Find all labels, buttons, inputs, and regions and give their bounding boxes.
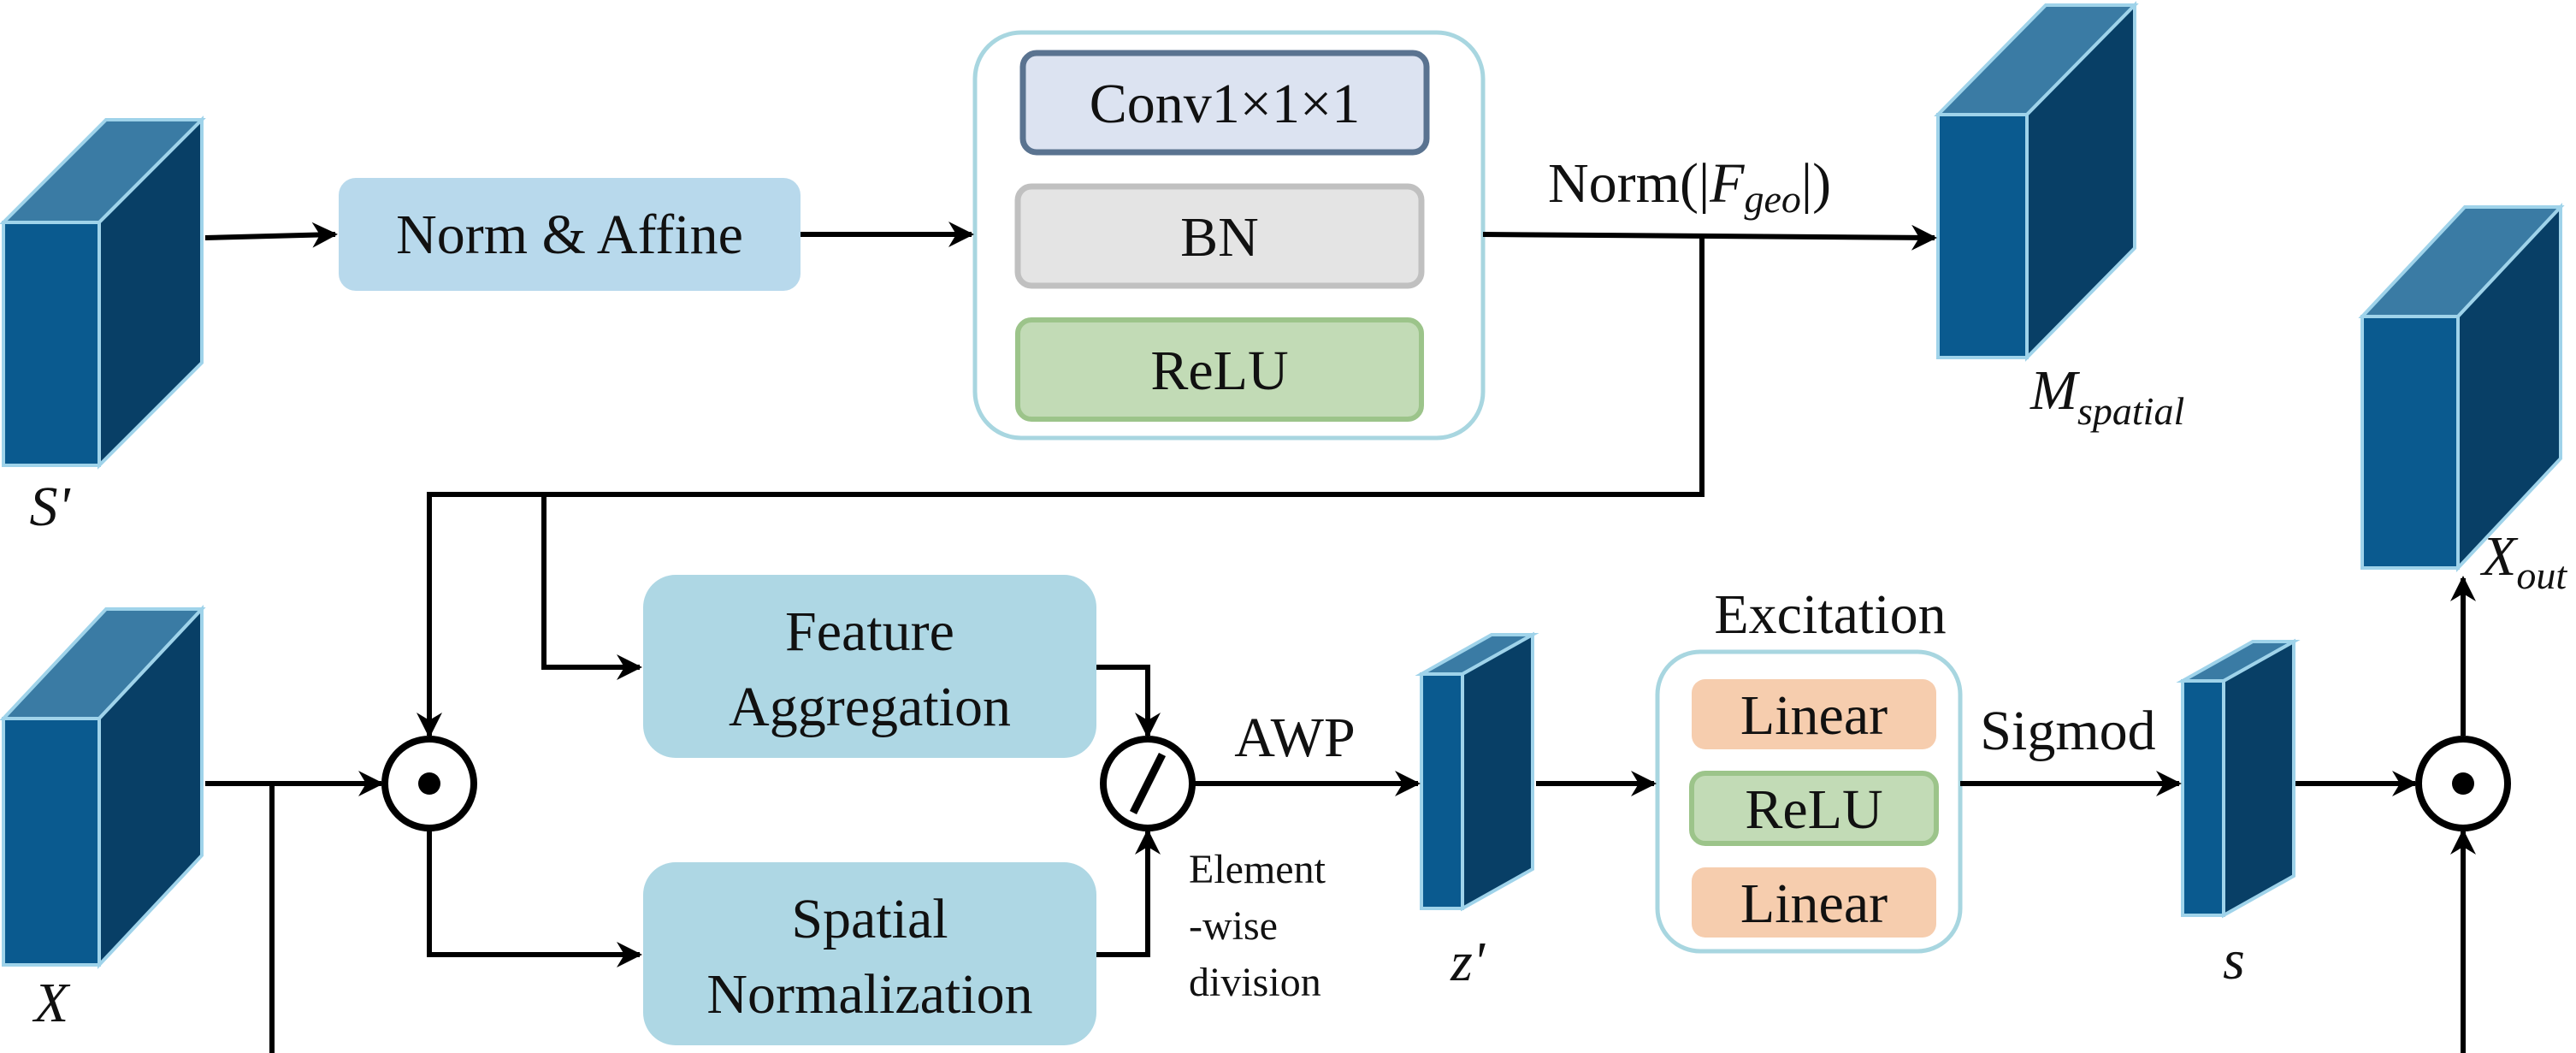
- linear2-box: [1692, 867, 1936, 938]
- arrow-x-skip: [269, 784, 2476, 1053]
- bn-label: BN: [1180, 206, 1259, 269]
- s-prime-cube: [0, 115, 206, 470]
- conv-label: Conv1×1×1: [1090, 73, 1360, 135]
- relu-box-excitation: [1689, 771, 1939, 846]
- s-label: s: [2223, 929, 2245, 991]
- x-out-cube: [2358, 202, 2565, 573]
- arrow-conv-to-mspatial: [1482, 224, 1937, 251]
- x-out-label: Xout: [2479, 525, 2567, 597]
- hadamard-operator-left: [381, 736, 477, 831]
- element-wise-line1: Element: [1189, 847, 1326, 892]
- arrow-fa-to-division: [1096, 665, 1161, 738]
- x-cube: [0, 604, 206, 970]
- relu-label-top: ReLU: [1150, 340, 1288, 402]
- feature-aggregation-box: [643, 575, 1096, 758]
- relu-label-excitation: ReLU: [1745, 778, 1882, 841]
- feature-aggregation-line1: Feature: [785, 600, 954, 663]
- norm-affine-box: [339, 178, 801, 291]
- linear1-box: [1692, 679, 1936, 749]
- m-spatial-label: Mspatial: [2029, 359, 2184, 433]
- bn-box: [1014, 183, 1425, 289]
- norm-affine-label: Norm & Affine: [396, 204, 743, 266]
- s-prime-label: S': [29, 476, 71, 538]
- z-prime-cube: [1415, 631, 1539, 912]
- connectors: [204, 222, 2476, 1053]
- relu-box-top: [1015, 317, 1424, 422]
- element-wise-line2: -wise: [1189, 903, 1278, 949]
- spatial-normalization-line2: Normalization: [706, 963, 1032, 1026]
- x-label: X: [32, 972, 71, 1034]
- z-prime-label: z': [1450, 931, 1486, 993]
- conv-box: [1019, 50, 1430, 156]
- arrow-to-spatial-normalization: [427, 830, 642, 967]
- linear2-label: Linear: [1740, 873, 1888, 935]
- division-operator: [1100, 736, 1196, 831]
- s-cube: [2176, 638, 2301, 919]
- feature-aggregation-line2: Aggregation: [729, 676, 1011, 738]
- element-wise-line3: division: [1189, 960, 1321, 1005]
- awp-label: AWP: [1234, 707, 1355, 769]
- spatial-normalization-line1: Spatial: [791, 888, 948, 950]
- arrow-sn-to-division: [1096, 829, 1161, 957]
- m-spatial-cube: [1934, 1, 2139, 362]
- line-fgeo-branch: [417, 236, 1705, 738]
- sigmod-label: Sigmod: [1980, 700, 2155, 762]
- excitation-title: Excitation: [1714, 583, 1946, 646]
- linear1-label: Linear: [1740, 684, 1888, 747]
- spatial-normalization-box: [643, 862, 1096, 1045]
- arrow-sprime-to-norm: [204, 222, 338, 248]
- hadamard-operator-right: [2415, 736, 2511, 831]
- arrow-to-feature-aggregation: [541, 494, 642, 680]
- norm-fgeo-label: Norm(|Fgeo|): [1548, 152, 1831, 221]
